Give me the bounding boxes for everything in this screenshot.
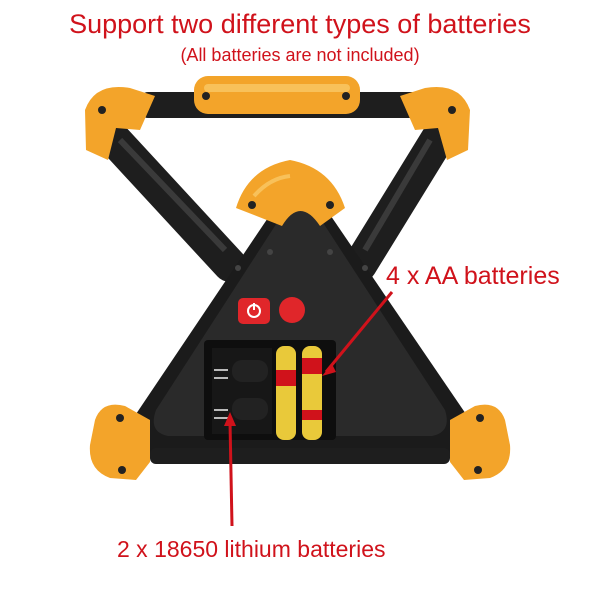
bottom-bumpers — [89, 404, 511, 480]
aa-batteries-callout: 4 x AA batteries — [386, 262, 560, 290]
callout-arrows — [224, 291, 394, 527]
subheadline: (All batteries are not included) — [180, 45, 420, 65]
headline: Support two different types of batteries — [69, 9, 531, 39]
battery-compartment — [204, 340, 336, 440]
top-bumpers — [85, 76, 470, 160]
control-buttons — [238, 297, 305, 324]
lithium-batteries-callout: 2 x 18650 lithium batteries — [117, 536, 386, 562]
